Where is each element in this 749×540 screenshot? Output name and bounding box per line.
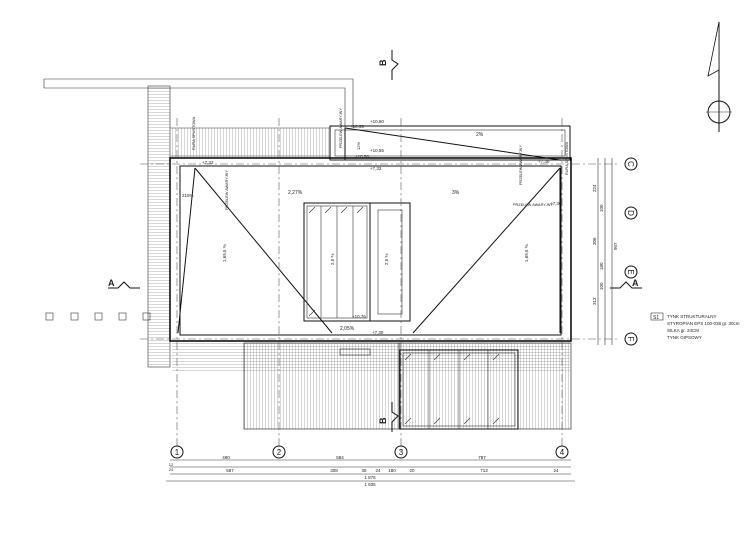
svg-text:PRZELEW AWARYJNY: PRZELEW AWARYJNY: [519, 145, 523, 185]
svg-text:+10,55: +10,55: [370, 148, 384, 153]
small-step: [339, 348, 371, 356]
section-mark-b-top: B: [378, 50, 399, 80]
svg-text:3%: 3%: [452, 190, 460, 196]
upper-roof-hatch: [172, 128, 330, 158]
svg-text:1,69,5 %: 1,69,5 %: [222, 244, 227, 262]
section-mark-a-right: A: [610, 278, 642, 289]
dim-row2-f: 20: [409, 468, 415, 473]
roof-overhang-top: [43, 78, 354, 128]
dim-row2-c: 36: [361, 468, 367, 473]
glazing-marks: [308, 206, 500, 425]
svg-text:2%: 2%: [476, 132, 484, 138]
svg-text:+7,30: +7,30: [550, 201, 562, 206]
dim-right-c: 312: [592, 297, 597, 305]
svg-text:PRZELEW AWARYJNY: PRZELEW AWARYJNY: [339, 108, 343, 148]
legend-symbol: S1: [653, 315, 659, 321]
dim-row3: 1 876: [364, 475, 376, 480]
roof-annotations: 2% 2,27% 3% 2,05% 215% +10,55 +10,60 +10…: [182, 108, 569, 335]
svg-text:+7,32: +7,32: [370, 166, 382, 171]
lower-extension: [243, 342, 400, 430]
section-mark-a-left: A: [108, 278, 140, 289]
svg-text:2,27%: 2,27%: [288, 190, 303, 196]
dim-right-e: 180: [599, 262, 604, 270]
svg-text:B: B: [378, 59, 388, 66]
axis-bubbles-numbers: 1 2 3 4: [170, 445, 569, 459]
dim-row2-pre-1: 12: [169, 462, 174, 467]
valley-lines: [177, 127, 561, 334]
legend-line-4: TYNK GIPSOWY: [667, 335, 702, 340]
left-markers: [45, 312, 151, 321]
dim-right-d: 100: [599, 204, 604, 212]
dim-row1-a: 490: [222, 455, 230, 460]
svg-text:A: A: [108, 278, 115, 288]
svg-text:2,05%: 2,05%: [340, 326, 355, 332]
axis-f-label: F: [626, 337, 635, 342]
legend-line-1: TYNK STRUKTURALNY: [667, 314, 717, 319]
axis-d-label: D: [626, 210, 635, 216]
svg-text:12%: 12%: [356, 142, 361, 150]
axis-1-label: 1: [175, 448, 180, 457]
svg-text:2,5 %: 2,5 %: [330, 253, 335, 265]
dim-right-total: 907: [613, 242, 618, 250]
axis-c-label: C: [626, 161, 635, 167]
svg-text:2,5 %: 2,5 %: [384, 253, 389, 265]
svg-text:RURA SPUSTOWA: RURA SPUSTOWA: [192, 116, 196, 150]
svg-text:215%: 215%: [182, 193, 194, 198]
skylight-right: [369, 202, 411, 322]
dim-right-f: 100: [599, 282, 604, 290]
svg-text:+10,55: +10,55: [350, 124, 364, 129]
dim-row1-c: 787: [478, 455, 486, 460]
north-arrow-icon: [706, 21, 732, 132]
dim-row2-h: 24: [553, 468, 559, 473]
dim-right-a: 224: [592, 184, 597, 192]
svg-text:1,69,5 %: 1,69,5 %: [524, 244, 529, 262]
legend-line-2: STYROPIAN EPS 100-038 gr. 30cm: [667, 321, 740, 326]
dim-row4: 1 935: [364, 482, 376, 487]
svg-text:+7,30: +7,30: [538, 159, 550, 164]
lower-extension-right: [398, 342, 572, 430]
skylight-left: [303, 202, 371, 322]
main-roof-inner: [179, 165, 562, 336]
svg-text:A: A: [632, 278, 639, 288]
upper-block-inner: [334, 129, 566, 157]
svg-text:B: B: [378, 417, 388, 424]
dimension-lines-right: 907 224 306 312 100 180 100: [592, 158, 618, 345]
svg-text:+10,76: +10,76: [352, 314, 366, 319]
material-legend: S1 TYNK STRUKTURALNY STYROPIAN EPS 100-0…: [650, 312, 740, 340]
axis-bubbles-letters: C D E F: [624, 157, 638, 346]
axis-2-label: 2: [277, 448, 282, 457]
dim-row2-e: 180: [388, 468, 396, 473]
svg-text:+10,56: +10,56: [355, 154, 369, 159]
svg-text:PRZELEW AWARYJNY: PRZELEW AWARYJNY: [225, 170, 229, 210]
dim-row2-a: 587: [226, 468, 234, 473]
dim-row2-g: 713: [480, 468, 488, 473]
axis-3-label: 3: [399, 448, 404, 457]
dimension-lines-bottom: 490 584 787 12 24 587 308 36 24 180 20 7…: [166, 455, 575, 487]
dim-row2-pre-2: 24: [169, 467, 174, 472]
main-roof-outline: [169, 157, 572, 342]
svg-text:PRZELEW AWARYJNY: PRZELEW AWARYJNY: [513, 203, 553, 207]
legend-line-3: SILKA gr. 24CM: [667, 328, 699, 333]
section-mark-b-bottom: B: [378, 402, 399, 432]
dim-row2-d: 24: [375, 468, 381, 473]
axis-e-label: E: [626, 269, 635, 274]
dim-right-b: 306: [592, 237, 597, 245]
svg-text:RURA SPUSTOWA: RURA SPUSTOWA: [565, 141, 569, 175]
lower-glazing: [399, 349, 519, 430]
dim-row1-b: 584: [336, 455, 344, 460]
svg-text:+7,30: +7,30: [372, 330, 384, 335]
axis-4-label: 4: [560, 448, 565, 457]
left-wall-strip: [147, 85, 171, 368]
grid-axes: [140, 118, 620, 454]
svg-text:+7,32: +7,32: [202, 160, 214, 165]
dim-row2-b: 308: [330, 468, 338, 473]
svg-text:+10,60: +10,60: [370, 119, 384, 124]
